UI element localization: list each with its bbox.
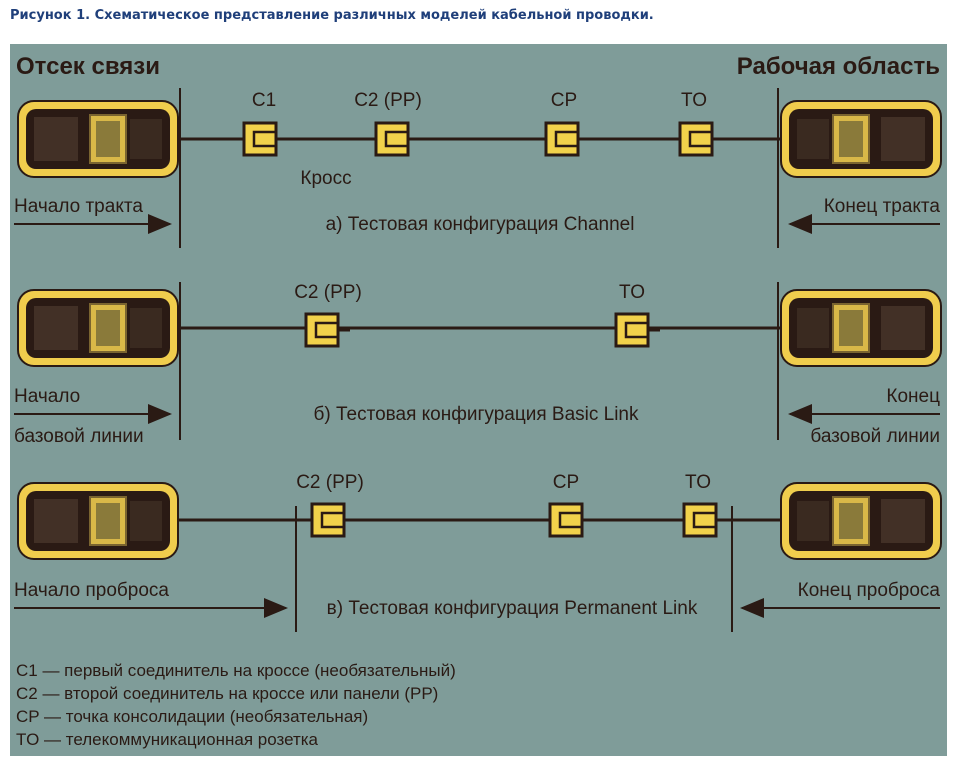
legend-item: CP — точка консолидации (необязательная): [16, 707, 368, 726]
figure-caption: Рисунок 1. Схематическое представление р…: [10, 8, 654, 23]
permanent-title: в) Тестовая конфигурация Permanent Link: [327, 598, 698, 619]
basic-title: б) Тестовая конфигурация Basic Link: [313, 404, 639, 425]
tester-right-icon: [780, 482, 942, 560]
header-left-label: Отсек связи: [16, 53, 160, 80]
connector-c1-icon: [242, 121, 290, 157]
connector-c2-icon: [310, 502, 358, 538]
basic-link-configuration: C2 (PP) TO Начало базовой линии Конец ба…: [14, 282, 942, 447]
permanent-end-label: Конец проброса: [798, 580, 941, 601]
label-to: TO: [619, 282, 645, 303]
connector-cp-icon: [548, 502, 596, 538]
tester-left-icon: [17, 100, 179, 178]
channel-configuration: C1 C2 (PP) CP TO Кросс Начало тракта Кон…: [14, 88, 942, 248]
label-c2: C2 (PP): [294, 282, 362, 303]
label-c2: C2 (PP): [296, 472, 364, 493]
label-to: TO: [685, 472, 711, 493]
connector-c2-icon: [374, 121, 422, 157]
connector-to-icon: [682, 502, 730, 538]
permanent-start-label: Начало проброса: [14, 580, 169, 601]
connector-to-icon: [614, 312, 662, 348]
header-right-label: Рабочая область: [737, 53, 940, 80]
tester-right-icon: [780, 289, 942, 367]
legend: C1 — первый соединитель на кроссе (необя…: [16, 661, 456, 749]
basic-start-label-line1: Начало: [14, 386, 80, 407]
label-cp: CP: [551, 90, 577, 111]
tester-left-icon: [17, 482, 179, 560]
cabling-diagram: Отсек связи Рабочая область C1 C2 (PP) C…: [14, 53, 942, 749]
label-cp: CP: [553, 472, 579, 493]
basic-start-label-line2: базовой линии: [14, 426, 144, 447]
legend-item: TO — телекоммуникационная розетка: [16, 730, 319, 749]
channel-end-label: Конец тракта: [824, 196, 941, 217]
label-c2: C2 (PP): [354, 90, 422, 111]
label-to: TO: [681, 90, 707, 111]
diagram-panel: Отсек связи Рабочая область C1 C2 (PP) C…: [10, 44, 947, 756]
basic-end-label-line2: базовой линии: [810, 426, 940, 447]
tester-left-icon: [17, 289, 179, 367]
connector-c2-icon: [304, 312, 352, 348]
channel-title: а) Тестовая конфигурация Channel: [326, 214, 635, 235]
connector-cp-icon: [544, 121, 592, 157]
legend-item: C2 — второй соединитель на кроссе или па…: [16, 684, 438, 703]
legend-item: C1 — первый соединитель на кроссе (необя…: [16, 661, 456, 680]
permanent-link-configuration: C2 (PP) CP TO Начало проброса Конец проб…: [14, 472, 942, 632]
label-cross: Кросс: [300, 168, 351, 189]
channel-start-label: Начало тракта: [14, 196, 143, 217]
tester-right-icon: [780, 100, 942, 178]
basic-end-label-line1: Конец: [886, 386, 940, 407]
connector-to-icon: [678, 121, 726, 157]
label-c1: C1: [252, 90, 276, 111]
